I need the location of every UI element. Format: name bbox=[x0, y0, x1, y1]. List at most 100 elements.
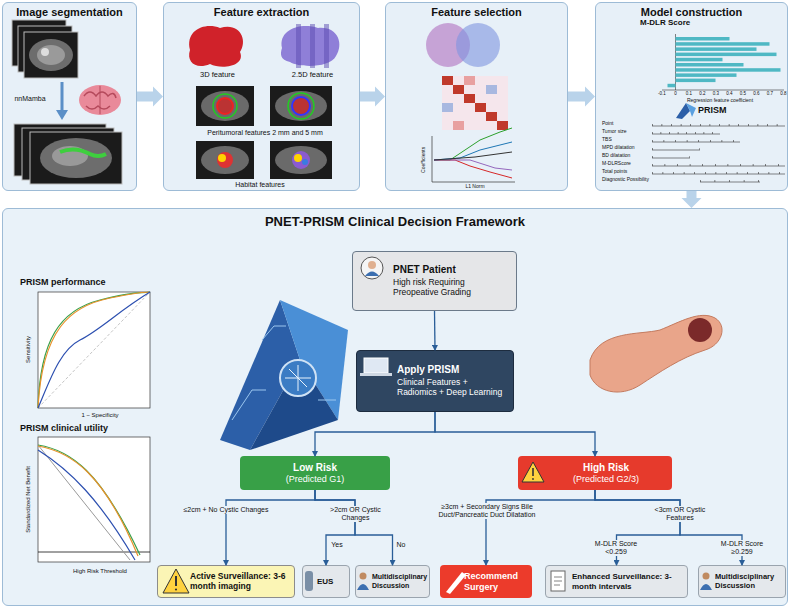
habitat-image bbox=[196, 141, 254, 179]
nomogram bbox=[652, 156, 690, 158]
ct-image bbox=[217, 98, 233, 114]
lasso-plot bbox=[432, 128, 515, 182]
patient-icon bbox=[368, 261, 376, 269]
connector bbox=[435, 412, 595, 456]
bar-chart bbox=[662, 90, 784, 91]
connector bbox=[315, 490, 355, 565]
ct-stack bbox=[14, 124, 122, 184]
lasso-plot bbox=[432, 136, 433, 182]
node-heading: Recommend Surgery bbox=[464, 571, 532, 592]
prism-logo bbox=[220, 300, 348, 450]
habitat-image bbox=[302, 159, 308, 165]
dca-chart bbox=[38, 446, 138, 556]
prism-logo bbox=[676, 103, 696, 119]
action-box: EUS bbox=[302, 565, 350, 598]
roc-chart bbox=[38, 292, 150, 408]
action-box: Multidisciplinary Discussion bbox=[698, 565, 786, 598]
correlation-heatmap bbox=[497, 121, 508, 130]
dca-chart bbox=[38, 552, 150, 553]
nomogram bbox=[652, 142, 740, 143]
patient-box: PNET PatientHigh risk Requiring Preopeat… bbox=[352, 251, 517, 311]
doctor-icon bbox=[700, 584, 712, 590]
ct-stack bbox=[18, 26, 72, 72]
correlation-heatmap bbox=[475, 103, 486, 112]
tumor-25d bbox=[310, 24, 315, 68]
node-heading: Apply PRISM bbox=[397, 364, 509, 376]
prism-logo bbox=[232, 326, 336, 420]
connector bbox=[315, 412, 435, 456]
nomogram bbox=[652, 132, 720, 134]
correlation-heatmap bbox=[453, 85, 464, 94]
prism-logo bbox=[285, 365, 311, 391]
ct-stack bbox=[12, 20, 78, 78]
node-heading: PNET Patient bbox=[393, 264, 512, 276]
document-icon bbox=[551, 571, 565, 591]
warning-icon bbox=[532, 468, 534, 476]
roc-chart bbox=[38, 292, 150, 408]
nomogram bbox=[652, 172, 785, 174]
lasso-plot bbox=[434, 160, 512, 170]
node-body: (Predicted G2/3) bbox=[540, 474, 672, 484]
process-box: Apply PRISMClinical Features + Radiomics… bbox=[356, 350, 514, 412]
warning-icon bbox=[163, 569, 189, 593]
connector bbox=[595, 490, 742, 565]
nomogram bbox=[652, 174, 785, 175]
patient-icon bbox=[365, 272, 379, 277]
probe-icon bbox=[305, 571, 313, 591]
lasso-plot bbox=[434, 152, 512, 160]
ct-stack bbox=[52, 146, 88, 166]
ct-stack bbox=[37, 45, 65, 65]
laptop-icon bbox=[364, 358, 388, 373]
lasso-plot bbox=[434, 160, 512, 178]
ct-image bbox=[292, 97, 310, 115]
connector bbox=[434, 311, 436, 350]
scalpel-icon bbox=[446, 572, 466, 594]
habitat-image bbox=[196, 141, 332, 179]
habitat-image bbox=[275, 146, 327, 174]
connector bbox=[486, 490, 595, 565]
ct-stack bbox=[41, 48, 49, 56]
bar-chart bbox=[676, 42, 770, 46]
dca-chart bbox=[38, 437, 150, 562]
doctor-icon bbox=[357, 584, 369, 590]
bar-chart bbox=[676, 68, 781, 72]
ct-image bbox=[201, 91, 249, 121]
ct-image bbox=[275, 91, 327, 121]
roc-chart bbox=[38, 292, 150, 408]
node-heading: Multidisciplinary Discussion bbox=[715, 573, 785, 590]
lasso-plot bbox=[434, 142, 512, 160]
ct-stack bbox=[29, 39, 73, 71]
prism-logo bbox=[676, 103, 690, 119]
dca-chart bbox=[38, 450, 135, 560]
ct-stack bbox=[60, 149, 106, 156]
ct-image bbox=[288, 93, 314, 119]
bar-chart bbox=[676, 47, 757, 51]
action-box: Enhanced Surveillance: 3-month intervals bbox=[545, 565, 688, 598]
node-heading: PNET-PRISM Clinical Decision Framework bbox=[3, 214, 787, 229]
warning-icon bbox=[175, 576, 177, 586]
action-box: Recommend Surgery bbox=[440, 565, 532, 598]
framework-panel: PNET-PRISM Clinical Decision FrameworkPN… bbox=[2, 208, 788, 606]
roc-chart bbox=[38, 292, 150, 408]
correlation-heatmap bbox=[486, 85, 497, 94]
flow-arrow bbox=[56, 82, 68, 120]
ct-image bbox=[196, 86, 254, 126]
brain-icon bbox=[79, 85, 121, 115]
node-heading: EUS bbox=[317, 577, 349, 586]
nomogram bbox=[652, 126, 785, 127]
tumor-25d bbox=[324, 24, 329, 68]
node-heading: Enhanced Surveillance: 3-month intervals bbox=[572, 572, 687, 590]
correlation-heatmap bbox=[464, 76, 475, 85]
bar-chart bbox=[676, 58, 723, 62]
dca-chart bbox=[38, 445, 140, 555]
correlation-heatmap bbox=[442, 103, 453, 112]
connector bbox=[315, 490, 393, 565]
node-heading: Low Risk bbox=[240, 462, 390, 474]
ct-stack bbox=[22, 128, 114, 180]
stage-panel: Image segmentation bbox=[2, 2, 137, 191]
correlation-heatmap bbox=[486, 112, 497, 121]
ct-image bbox=[196, 86, 332, 126]
document-icon bbox=[551, 571, 565, 591]
habitat-image bbox=[292, 151, 310, 169]
nomogram bbox=[700, 180, 760, 182]
